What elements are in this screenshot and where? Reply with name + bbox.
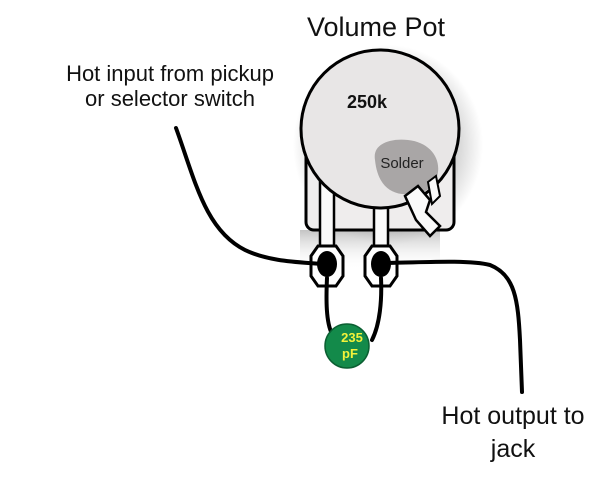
input-label-line-1: Hot input from pickup bbox=[66, 61, 274, 86]
input-label-line-2: or selector switch bbox=[85, 85, 255, 111]
capacitor-value: 235 bbox=[341, 330, 363, 345]
capacitor bbox=[324, 323, 370, 369]
lug-2 bbox=[363, 244, 399, 288]
solder-label: Solder bbox=[380, 155, 423, 172]
pot-value-label: 250k bbox=[347, 92, 388, 112]
input-wire bbox=[174, 126, 324, 266]
ground-tab-fork bbox=[426, 174, 442, 207]
output-label: Hot output to jack bbox=[420, 400, 606, 465]
ground-tab bbox=[403, 184, 442, 238]
output-label-line-1: Hot output to bbox=[441, 402, 585, 430]
capacitor-unit: pF bbox=[342, 346, 358, 361]
lug-1 bbox=[309, 244, 345, 288]
diagram-title: Volume Pot bbox=[306, 12, 446, 42]
output-wire bbox=[386, 259, 524, 394]
cap-lead-right bbox=[370, 276, 384, 342]
input-label: Hot input from pickup or selector switch bbox=[40, 61, 300, 111]
solder-blob bbox=[374, 139, 439, 195]
output-label-line-2: jack bbox=[490, 434, 536, 463]
